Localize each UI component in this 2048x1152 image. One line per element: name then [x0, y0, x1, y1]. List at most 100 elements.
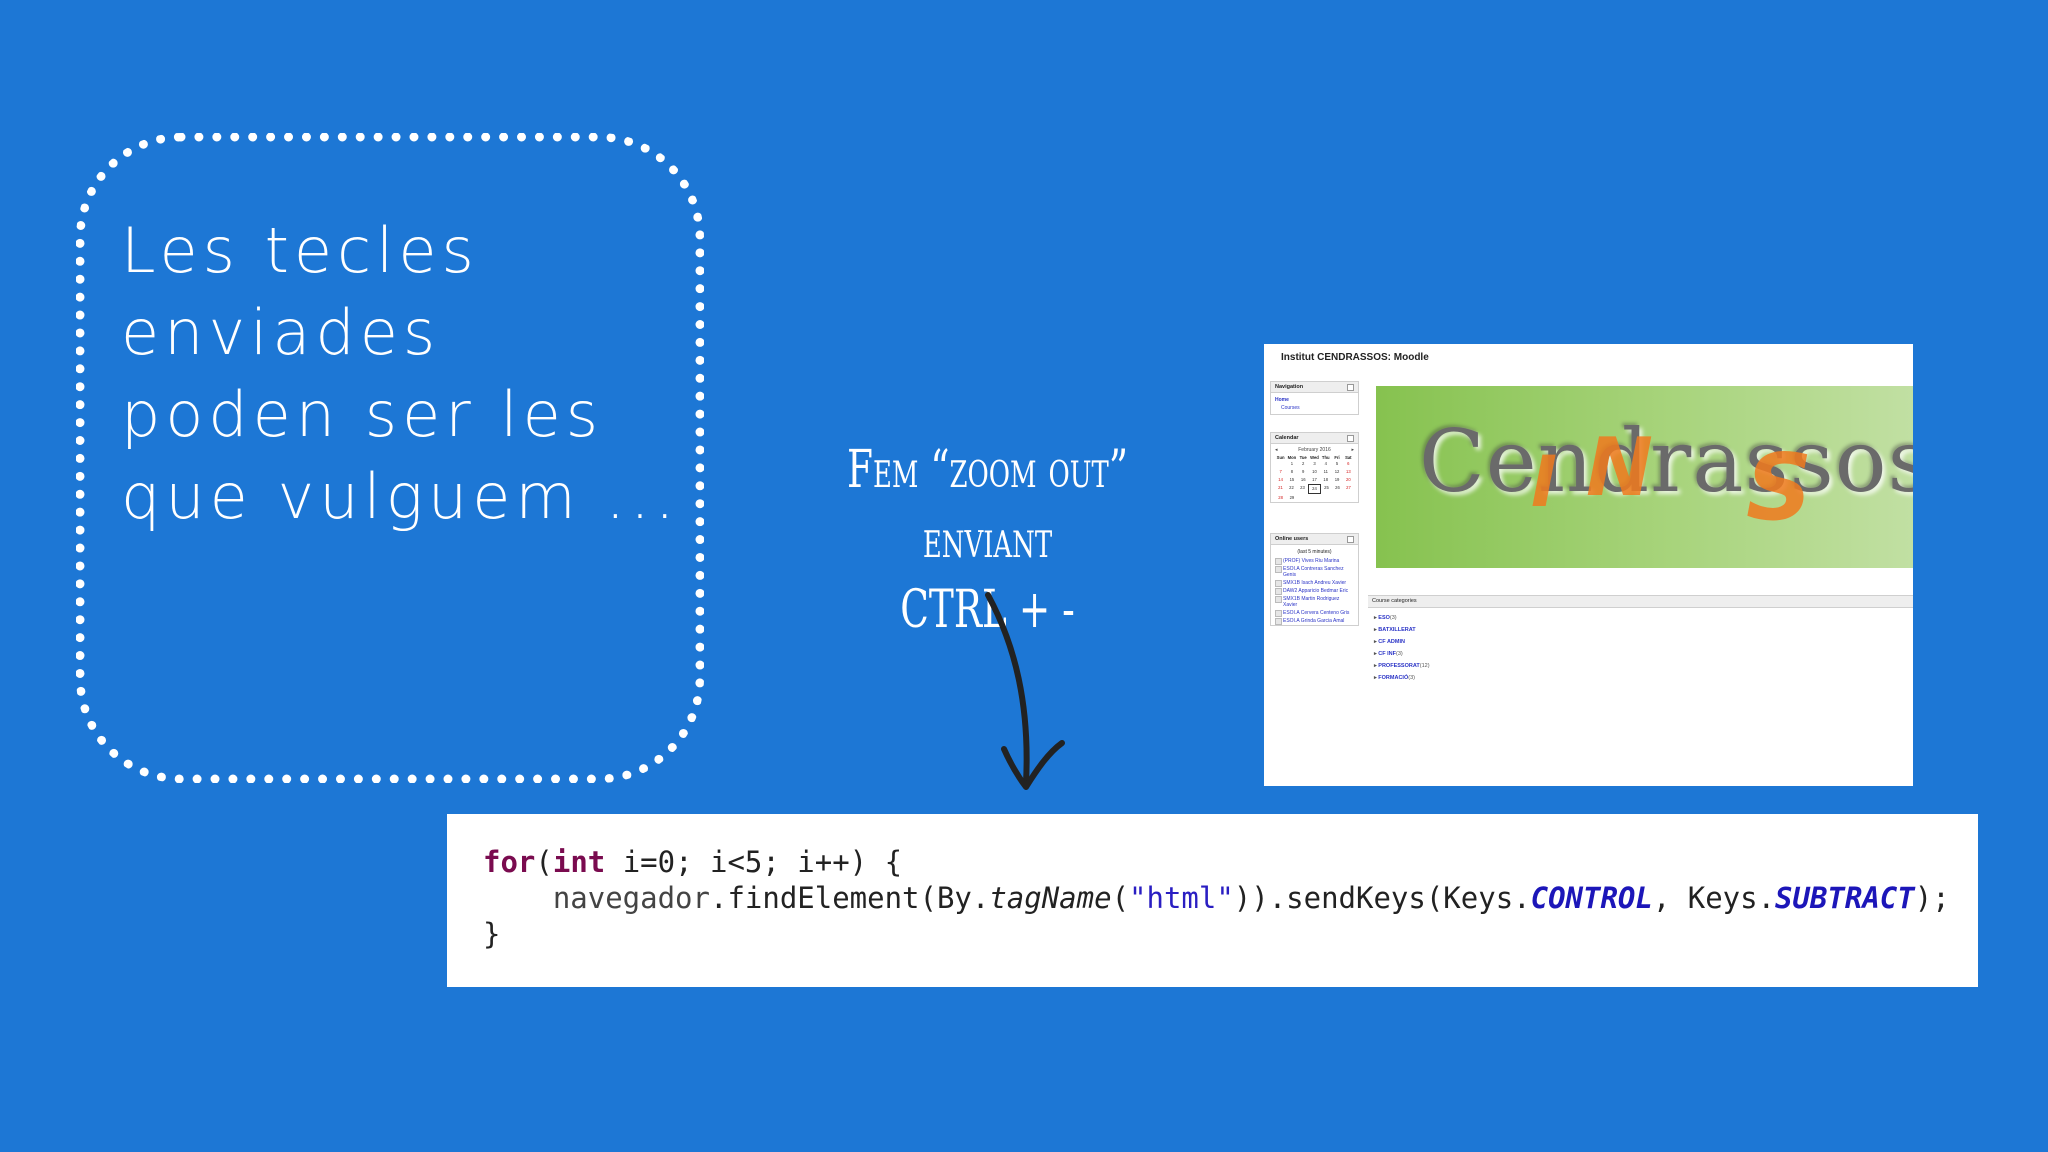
weekday: Tue: [1299, 455, 1307, 460]
category-name[interactable]: PROFESSORAT: [1378, 663, 1420, 669]
category-item[interactable]: ESO(3): [1368, 612, 1913, 624]
calendar-day[interactable]: 22: [1289, 485, 1294, 490]
calendar-day[interactable]: 20: [1345, 477, 1351, 482]
category-name[interactable]: BATXILLERAT: [1378, 627, 1416, 633]
calendar-day[interactable]: 27: [1346, 485, 1351, 490]
calendar-week: 1 2 3 4 5 6: [1271, 460, 1358, 468]
navigation-block: Navigation Home Courses: [1270, 381, 1359, 415]
code-method: tagName: [989, 881, 1112, 915]
navigation-header: Navigation: [1271, 382, 1358, 393]
calendar-day[interactable]: 2: [1302, 461, 1305, 466]
online-user[interactable]: ESOI.A Grinda Garcia Amal: [1271, 617, 1358, 625]
category-count: (3): [1389, 615, 1397, 621]
weekday: Thu: [1321, 455, 1330, 460]
category-count: (12): [1419, 663, 1430, 669]
calendar-day: [1343, 494, 1354, 502]
calendar-block: Calendar February 2016 Sun Mon Tue Wed T…: [1270, 432, 1359, 503]
calendar-day[interactable]: 11: [1323, 469, 1328, 474]
calendar-day[interactable]: 17: [1312, 477, 1317, 482]
category-item[interactable]: CF ADMIN: [1368, 636, 1913, 648]
cendrassos-banner: Cendrassos I N S: [1376, 386, 1913, 568]
category-name[interactable]: CF ADMIN: [1378, 639, 1405, 645]
weekday: Sat: [1345, 455, 1352, 460]
main-text: Les tecles enviades poden ser les que vu…: [121, 214, 680, 533]
code-separator: , Keys.: [1652, 881, 1776, 915]
category-name[interactable]: FORMACIÓ: [1378, 675, 1409, 681]
arrow-icon: [985, 592, 1065, 790]
calendar-day[interactable]: 12: [1334, 469, 1340, 474]
online-user[interactable]: SMX1B Isach Andreu Xavier: [1271, 579, 1358, 587]
code-call-1: .findElement(By.: [709, 881, 990, 915]
calendar-weekdays: Sun Mon Tue Wed Thu Fri Sat: [1271, 455, 1358, 460]
calendar-month: February 2016: [1271, 444, 1358, 455]
calendar-week: 14 15 16 17 18 19 20: [1271, 476, 1358, 484]
calendar-day: [1275, 460, 1286, 468]
online-users-caption: (last 5 minutes): [1297, 549, 1332, 555]
code-for-keyword: for: [483, 845, 536, 879]
category-name[interactable]: CF INF: [1378, 651, 1397, 657]
calendar-day[interactable]: 13: [1345, 469, 1351, 474]
calendar-week: 28 29: [1271, 494, 1358, 502]
calendar-day[interactable]: 25: [1324, 485, 1329, 490]
moodle-title: Institut CENDRASSOS: Moodle: [1281, 352, 1429, 363]
calendar-day[interactable]: 1: [1290, 461, 1294, 466]
calendar-day[interactable]: 3: [1313, 461, 1316, 466]
online-user[interactable]: (PROF) Vives Riu Marina: [1271, 557, 1358, 565]
banner-mark-s: S: [1746, 434, 1813, 541]
weekday: Sun: [1276, 455, 1285, 460]
category-item[interactable]: FORMACIÓ(3): [1368, 672, 1913, 684]
category-count: (3): [1408, 675, 1415, 681]
nav-courses-link[interactable]: Courses: [1281, 405, 1300, 411]
calendar-day[interactable]: 26: [1335, 485, 1340, 490]
calendar-day[interactable]: 8: [1290, 469, 1294, 474]
calendar-day: [1298, 494, 1309, 502]
calendar-day[interactable]: 7: [1279, 469, 1282, 474]
nav-home-link[interactable]: Home: [1275, 397, 1289, 403]
note-line-2: CTRL + -: [900, 580, 1075, 640]
category-name[interactable]: ESO: [1378, 615, 1390, 621]
calendar-day[interactable]: 10: [1312, 469, 1317, 474]
banner-text: Cendrassos: [1419, 412, 1913, 512]
code-block: for(int i=0; i<5; i++) { navegador.findE…: [483, 844, 1950, 952]
code-paren: (: [535, 845, 553, 879]
weekday: Wed: [1310, 455, 1319, 460]
code-constant-control: CONTROL: [1530, 881, 1653, 915]
calendar-day[interactable]: 15: [1289, 477, 1295, 482]
online-user[interactable]: ESOI.A Contreras Sanchez Genis: [1271, 565, 1358, 579]
banner-mark-n: N: [1586, 421, 1653, 514]
calendar-day[interactable]: 5: [1335, 461, 1339, 466]
calendar-day[interactable]: 24: [1308, 484, 1321, 494]
calendar-day[interactable]: 23: [1300, 485, 1305, 490]
category-item[interactable]: PROFESSORAT(12): [1368, 660, 1913, 672]
calendar-day[interactable]: 4: [1324, 461, 1327, 466]
online-user[interactable]: SMX1B Martin Rodriguez Xavier: [1271, 595, 1358, 609]
category-count: (3): [1396, 651, 1403, 657]
dotted-frame: [76, 133, 704, 783]
calendar-day: [1320, 494, 1331, 502]
category-item[interactable]: CF INF(3): [1368, 648, 1913, 660]
zoom-note: Fem “zoom out” enviant CTRL + -: [824, 435, 1152, 645]
calendar-day[interactable]: 16: [1300, 477, 1306, 482]
calendar-day[interactable]: 6: [1347, 461, 1350, 466]
code-end: );: [1914, 881, 1950, 915]
calendar-day[interactable]: 14: [1278, 477, 1283, 482]
online-user[interactable]: DAW2 Apparicio Bedmar Eric: [1271, 587, 1358, 595]
calendar-day[interactable]: 19: [1334, 477, 1340, 482]
calendar-day: [1331, 494, 1342, 502]
calendar-day[interactable]: 28: [1278, 495, 1283, 500]
calendar-day[interactable]: 9: [1302, 469, 1305, 474]
online-user[interactable]: ESOI.A Cervera Centeno Gris: [1271, 609, 1358, 617]
calendar-day: [1309, 494, 1320, 502]
category-item[interactable]: BATXILLERAT: [1368, 624, 1913, 636]
calendar-day[interactable]: 21: [1278, 485, 1283, 490]
code-call-2: (: [1111, 881, 1130, 915]
code-indent: [483, 881, 553, 915]
calendar-day[interactable]: 29: [1289, 495, 1295, 500]
code-object: navegador: [552, 881, 710, 915]
banner-mark-i: I: [1531, 441, 1558, 523]
moodle-screenshot: Institut CENDRASSOS: Moodle Navigation H…: [1264, 344, 1913, 786]
calendar-day[interactable]: 18: [1323, 477, 1329, 482]
